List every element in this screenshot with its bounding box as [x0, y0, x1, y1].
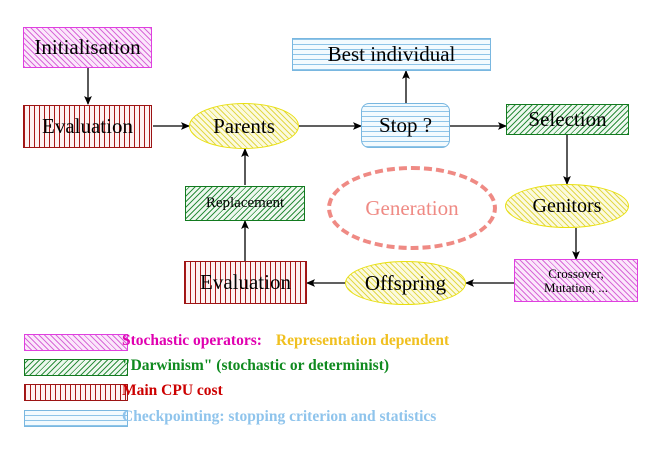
node-evaluation-top-label: Evaluation	[42, 114, 133, 139]
node-genitors[interactable]: Genitors	[505, 184, 629, 228]
node-genitors-label: Genitors	[532, 194, 602, 217]
legend-text-primary-0: Stochastic operators:	[122, 332, 262, 349]
node-evaluation-bottom[interactable]: Evaluation	[184, 261, 307, 304]
legend-swatch-blue-horizontal-hatch	[24, 410, 128, 427]
legend-label-darwinism: "Darwinism" (stochastic or determinist)	[122, 357, 390, 374]
node-best-individual-label: Best individual	[327, 42, 456, 67]
legend-row-main-cpu-cost: Main CPU cost	[0, 378, 662, 402]
node-replacement-label: Replacement	[205, 194, 285, 211]
node-offspring-label: Offspring	[364, 270, 447, 295]
node-selection-label: Selection	[528, 107, 607, 132]
node-replacement[interactable]: Replacement	[185, 186, 305, 221]
node-stop[interactable]: Stop ?	[361, 103, 450, 148]
legend-text-secondary-0: Representation dependent	[275, 332, 450, 349]
node-parents[interactable]: Parents	[189, 103, 299, 149]
node-generation: Generation	[327, 166, 497, 250]
legend-swatch-red-vertical-hatch	[24, 384, 128, 401]
node-evaluation-bottom-label: Evaluation	[200, 270, 291, 295]
legend-label-checkpointing: Checkpointing: stopping criterion and st…	[122, 408, 437, 425]
node-offspring[interactable]: Offspring	[345, 261, 466, 305]
node-evaluation-top[interactable]: Evaluation	[23, 105, 152, 148]
node-initialisation-label: Initialisation	[34, 35, 141, 60]
legend-row-checkpointing: Checkpointing: stopping criterion and st…	[0, 402, 662, 427]
legend-swatch-magenta-hatch	[24, 334, 128, 351]
legend-swatch-green-hatch	[24, 359, 128, 376]
legend: Stochastic operators: Representation depe…	[0, 330, 662, 427]
node-selection[interactable]: Selection	[506, 104, 629, 135]
node-operators-label-line2: Mutation, ...	[544, 279, 608, 295]
legend-row-stochastic-operators: Stochastic operators: Representation depe…	[0, 330, 662, 354]
legend-label-stochastic-operators: Stochastic operators: Representation depe…	[122, 332, 449, 350]
node-operators-label-line1: Crossover,	[548, 265, 604, 281]
legend-row-darwinism: "Darwinism" (stochastic or determinist)	[0, 354, 662, 378]
node-parents-label: Parents	[213, 113, 275, 138]
node-best-individual[interactable]: Best individual	[292, 38, 491, 71]
node-generation-label: Generation	[365, 195, 459, 220]
node-stop-label: Stop ?	[378, 113, 433, 138]
node-operators[interactable]: Crossover, Mutation, ...	[514, 259, 638, 302]
node-initialisation[interactable]: Initialisation	[23, 27, 152, 68]
legend-label-main-cpu-cost: Main CPU cost	[122, 382, 223, 399]
